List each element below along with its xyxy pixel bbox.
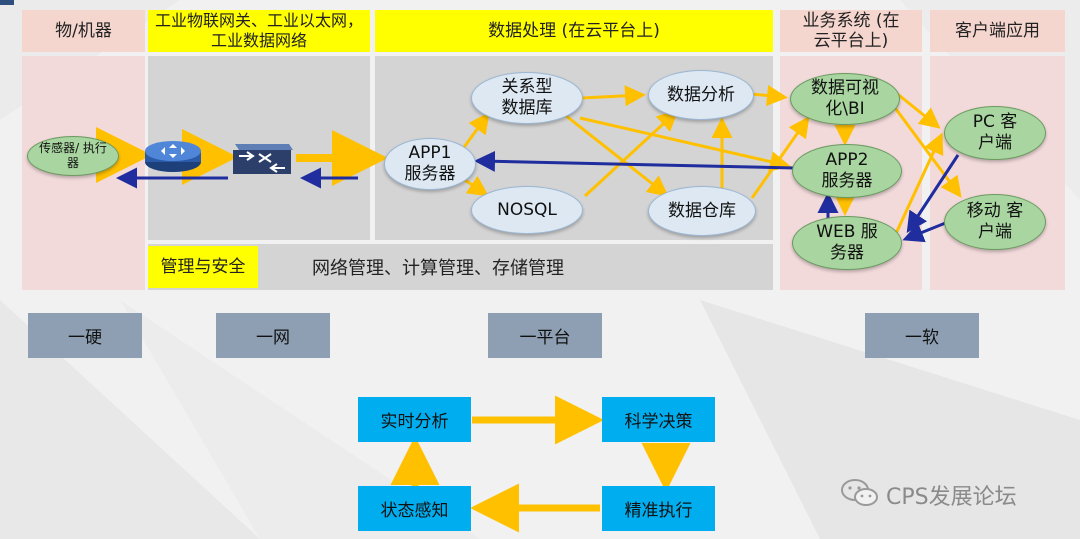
wechat-icon <box>841 479 878 506</box>
layer-hardware: 一硬 <box>28 313 142 358</box>
scientific-decision-box: 科学决策 <box>602 397 715 442</box>
pc-client-node: PC 客户端 <box>944 106 1046 160</box>
switch-icon <box>233 144 293 174</box>
layer-platform: 一平台 <box>488 313 602 358</box>
watermark-text: CPS发展论坛 <box>886 485 1017 510</box>
column-client <box>930 56 1065 290</box>
data-warehouse-node: 数据仓库 <box>648 186 756 236</box>
mobile-client-node: 移动 客户端 <box>944 194 1046 250</box>
header-client: 客户端应用 <box>930 10 1065 52</box>
precise-execution-box: 精准执行 <box>602 486 715 531</box>
state-perception-box: 状态感知 <box>358 486 471 531</box>
app2-server-node: APP2 服务器 <box>792 144 902 198</box>
router-icon <box>145 141 201 172</box>
header-device: 物/机器 <box>22 10 145 52</box>
layer-software: 一软 <box>865 313 979 358</box>
sensor-node: 传感器/ 执行器 <box>27 136 119 176</box>
layer-network: 一网 <box>216 313 330 358</box>
data-viz-node: 数据可视 化\BI <box>790 73 900 125</box>
data-analysis-node: 数据分析 <box>648 70 754 120</box>
header-business: 业务系统 (在云平台上) <box>780 10 922 52</box>
corner-marker <box>0 0 14 5</box>
web-server-node: WEB 服务器 <box>792 216 902 270</box>
nosql-node: NOSQL <box>471 186 583 234</box>
header-network: 工业物联网关、工业以太网，工业数据网络 <box>148 10 370 52</box>
app1-server-node: APP1 服务器 <box>384 138 476 190</box>
management-label: 管理与安全 <box>148 246 258 288</box>
relational-db-node: 关系型 数据库 <box>471 72 583 124</box>
header-processing: 数据处理 (在云平台上) <box>375 10 773 52</box>
realtime-analysis-box: 实时分析 <box>358 397 471 442</box>
management-description: 网络管理、计算管理、存储管理 <box>312 258 564 279</box>
